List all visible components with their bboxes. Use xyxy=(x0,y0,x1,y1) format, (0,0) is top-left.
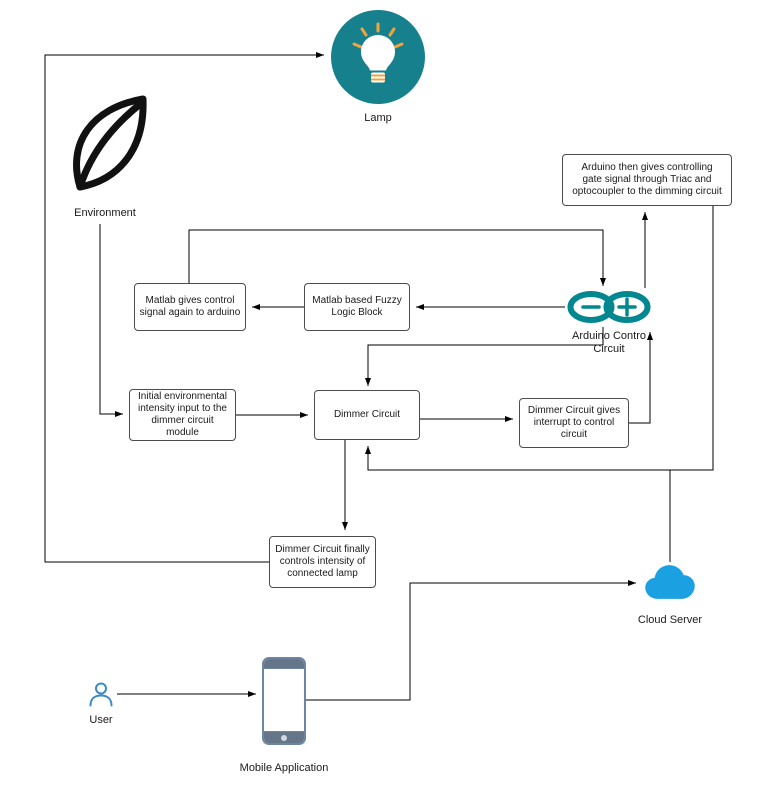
user-label: User xyxy=(89,714,113,726)
cloud-server-label: Cloud Server xyxy=(637,614,703,626)
arduino-infinity-icon xyxy=(567,291,651,323)
node-fuzzy-block: Matlab based Fuzzy Logic Block xyxy=(304,283,410,331)
edge-environment-to-initial xyxy=(99,224,123,417)
home-button-icon xyxy=(281,734,287,741)
phone-screen xyxy=(264,668,304,732)
node-interrupt-note: Dimmer Circuit gives interrupt to contro… xyxy=(519,398,629,448)
node-initial-input: Initial environmental intensity input to… xyxy=(129,389,236,441)
smartphone-icon xyxy=(262,657,306,745)
cloud-icon xyxy=(645,565,695,599)
person-icon xyxy=(89,682,113,707)
environment-node xyxy=(55,90,155,202)
node-finally-note: Dimmer Circuit finally controls intensit… xyxy=(269,536,376,588)
arduino-node xyxy=(566,288,652,326)
arduino-label: Arduino Contro Circuit xyxy=(572,330,646,355)
phone-speaker-bar xyxy=(264,659,304,668)
lightbulb-icon xyxy=(331,10,425,104)
user-node xyxy=(85,678,117,710)
node-matlab-control: Matlab gives control signal again to ard… xyxy=(134,283,246,331)
lamp-label: Lamp xyxy=(364,112,392,124)
lamp-node xyxy=(331,10,425,104)
cloud-server-node xyxy=(642,562,698,602)
phone-bottom-bar xyxy=(264,732,304,743)
environment-label: Environment xyxy=(74,207,136,219)
mobile-application-label: Mobile Application xyxy=(239,762,329,774)
edge-matlab-to-arduino xyxy=(188,229,606,286)
node-dimmer-circuit: Dimmer Circuit xyxy=(314,390,420,440)
node-triac-note: Arduino then gives controlling gate sign… xyxy=(562,154,732,206)
leaf-icon xyxy=(73,95,147,191)
edge-mobile-to-cloud xyxy=(306,580,636,701)
